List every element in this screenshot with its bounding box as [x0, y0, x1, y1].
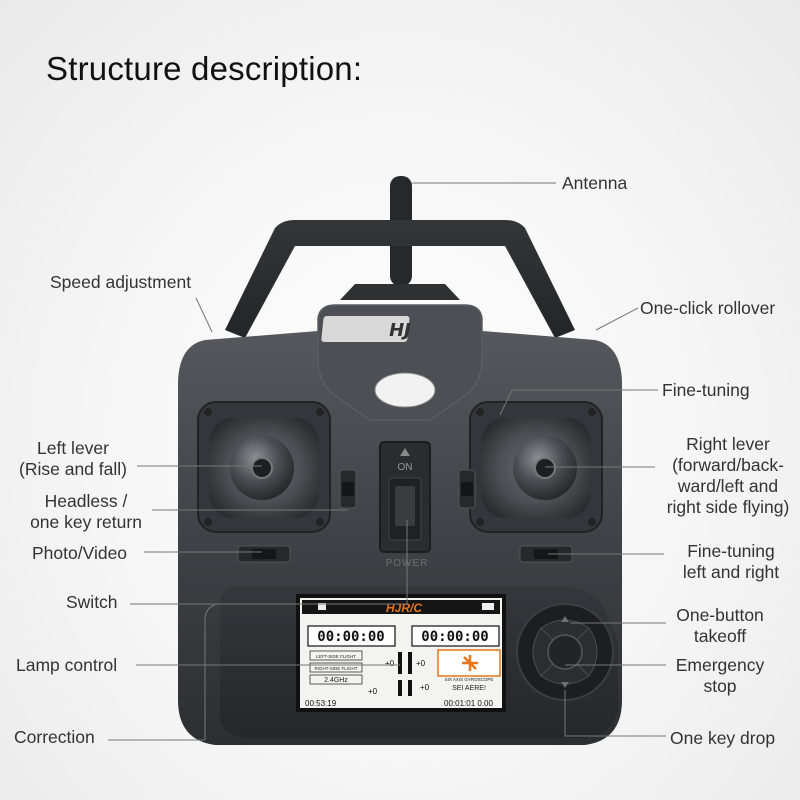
label-fine-tuning: Fine-tuning	[662, 380, 750, 400]
label-headless: Headless /one key return	[30, 491, 142, 532]
label-one-key-drop: One key drop	[670, 728, 776, 748]
timer-left: 00:00:00	[317, 629, 384, 645]
brand-logo: HJ	[389, 320, 411, 341]
label-lamp-control: Lamp control	[16, 655, 118, 675]
flight-time: 00:53:19	[305, 699, 337, 708]
svg-text:+0: +0	[368, 687, 378, 696]
carry-handle	[225, 220, 575, 338]
svg-text:+0: +0	[385, 659, 395, 668]
label-left-lever: Left lever(Rise and fall)	[19, 438, 127, 479]
page-title: Structure description:	[46, 50, 363, 87]
svg-text:RIGHT-SIDE FLIGHT: RIGHT-SIDE FLIGHT	[314, 666, 357, 671]
svg-text:+0: +0	[420, 683, 430, 692]
status-readout: 00:01:01 0.00	[444, 699, 493, 708]
screen-brand: HJR/C	[386, 601, 422, 615]
svg-text:SEI AERE!: SEI AERE!	[452, 685, 486, 692]
label-photo-video: Photo/Video	[32, 543, 128, 563]
svg-text:SIX AXIS GYROSCOPE: SIX AXIS GYROSCOPE	[445, 677, 494, 682]
label-speed-adjustment: Speed adjustment	[50, 272, 192, 292]
label-antenna: Antenna	[562, 173, 628, 193]
label-one-click-rollover: One-click rollover	[640, 298, 776, 318]
indicator-window	[374, 372, 436, 408]
timer-right: 00:00:00	[421, 629, 488, 645]
label-switch: Switch	[66, 592, 118, 612]
svg-text:2.4GHz: 2.4GHz	[324, 677, 348, 684]
svg-text:+0: +0	[416, 659, 426, 668]
label-correction: Correction	[14, 727, 95, 747]
svg-text:LEFT-SIDE FLIGHT: LEFT-SIDE FLIGHT	[316, 654, 356, 659]
emergency-stop-button	[547, 634, 583, 670]
leader-lines	[108, 182, 666, 741]
svg-text:ON: ON	[398, 462, 413, 473]
